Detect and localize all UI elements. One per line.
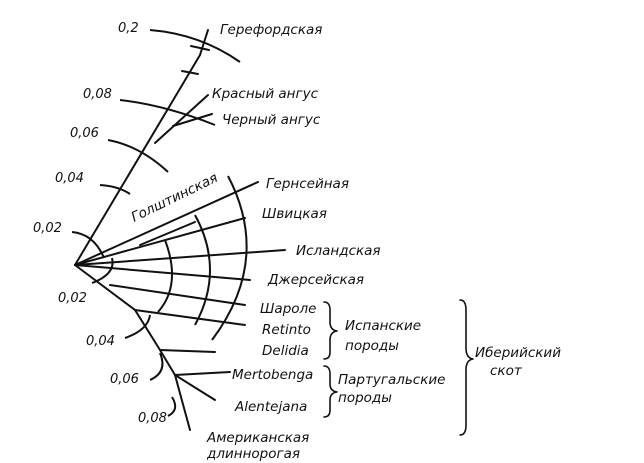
group-label-portuguese-1: Партугальские xyxy=(338,372,445,388)
breed-label-swiss: Швицкая xyxy=(262,206,327,222)
breed-label-mertobenga: Mertobenga xyxy=(232,367,313,383)
breed-label-retinto: Retinto xyxy=(262,322,311,338)
breed-label-red-angus: Красный ангус xyxy=(212,86,319,102)
branch-trunk-up xyxy=(74,54,201,266)
portuguese-brace xyxy=(323,365,338,418)
branch-hereford xyxy=(199,29,209,56)
arc-0-2 xyxy=(149,29,241,63)
arc-upper-0-04 xyxy=(99,184,131,195)
scale-label-lower-0-06: 0,06 xyxy=(110,372,139,387)
group-label-iberian-2: скот xyxy=(490,363,523,379)
branch-guernsey-sub xyxy=(139,221,196,246)
arc-holstein-mid xyxy=(194,214,211,326)
spanish-brace xyxy=(323,301,338,360)
scale-label-upper-0-06: 0,06 xyxy=(70,126,99,141)
breed-label-guernsey: Гернсейная xyxy=(266,176,349,192)
breed-label-holstein: Голштинская xyxy=(129,170,221,226)
arc-upper-0-06 xyxy=(107,139,169,173)
branch-black-angus xyxy=(172,113,213,127)
branch-mertobenga xyxy=(174,371,231,376)
arc-holstein-outer xyxy=(211,175,248,341)
branch-delidia xyxy=(159,349,216,353)
scale-label-0-2: 0,2 xyxy=(118,21,139,36)
scale-label-upper-0-08: 0,08 xyxy=(83,87,112,102)
group-label-spanish-1: Испанские xyxy=(345,318,421,334)
breed-label-hereford: Герефордская xyxy=(220,22,322,38)
branch-sharole xyxy=(109,284,246,306)
arc-lower-0-08 xyxy=(167,396,177,417)
arc-holstein-inner xyxy=(157,239,174,313)
scale-label-lower-0-04: 0,04 xyxy=(86,334,115,349)
arc-lower-0-04 xyxy=(124,314,151,339)
branch-angus-node xyxy=(154,94,209,144)
breed-label-american-line2: длиннорогая xyxy=(206,446,300,462)
scale-label-upper-0-04: 0,04 xyxy=(55,171,84,186)
arc-lower-0-06 xyxy=(149,352,164,381)
hereford-tick-upper xyxy=(190,45,210,51)
breed-label-sharole: Шароле xyxy=(260,301,316,317)
group-labels: Испанские породы Партугальские породы Иб… xyxy=(338,318,561,406)
scale-label-lower-0-02: 0,02 xyxy=(58,291,87,306)
arc-upper-0-08 xyxy=(119,99,216,126)
branch-retinto xyxy=(134,309,246,326)
scale-label-lower-0-08: 0,08 xyxy=(138,411,167,426)
iberian-brace xyxy=(459,299,474,436)
breed-label-american-line1: Американская xyxy=(206,430,309,446)
breed-label-icelandic: Исландская xyxy=(296,243,381,259)
group-label-spanish-2: породы xyxy=(345,338,399,354)
breed-label-alentejana: Alentejana xyxy=(234,399,307,415)
branch-jersey xyxy=(74,264,251,281)
breed-label-jersey: Джерсейская xyxy=(267,272,364,288)
branch-alentejana xyxy=(174,374,216,401)
breed-label-delidia: Delidia xyxy=(262,343,309,359)
group-braces xyxy=(323,299,474,436)
breed-label-black-angus: Черный ангус xyxy=(222,112,321,128)
branch-holstein xyxy=(74,181,259,266)
group-label-iberian-1: Иберийский xyxy=(475,345,561,361)
tree-branches xyxy=(74,29,286,431)
branch-icelandic xyxy=(74,249,286,266)
scale-label-upper-0-02: 0,02 xyxy=(33,221,62,236)
group-label-portuguese-2: породы xyxy=(338,390,392,406)
scale-labels: 0,2 0,08 0,06 0,04 0,02 0,02 0,04 0,06 0… xyxy=(33,21,167,426)
branch-swiss xyxy=(74,217,246,266)
hereford-tick-lower xyxy=(181,70,199,75)
